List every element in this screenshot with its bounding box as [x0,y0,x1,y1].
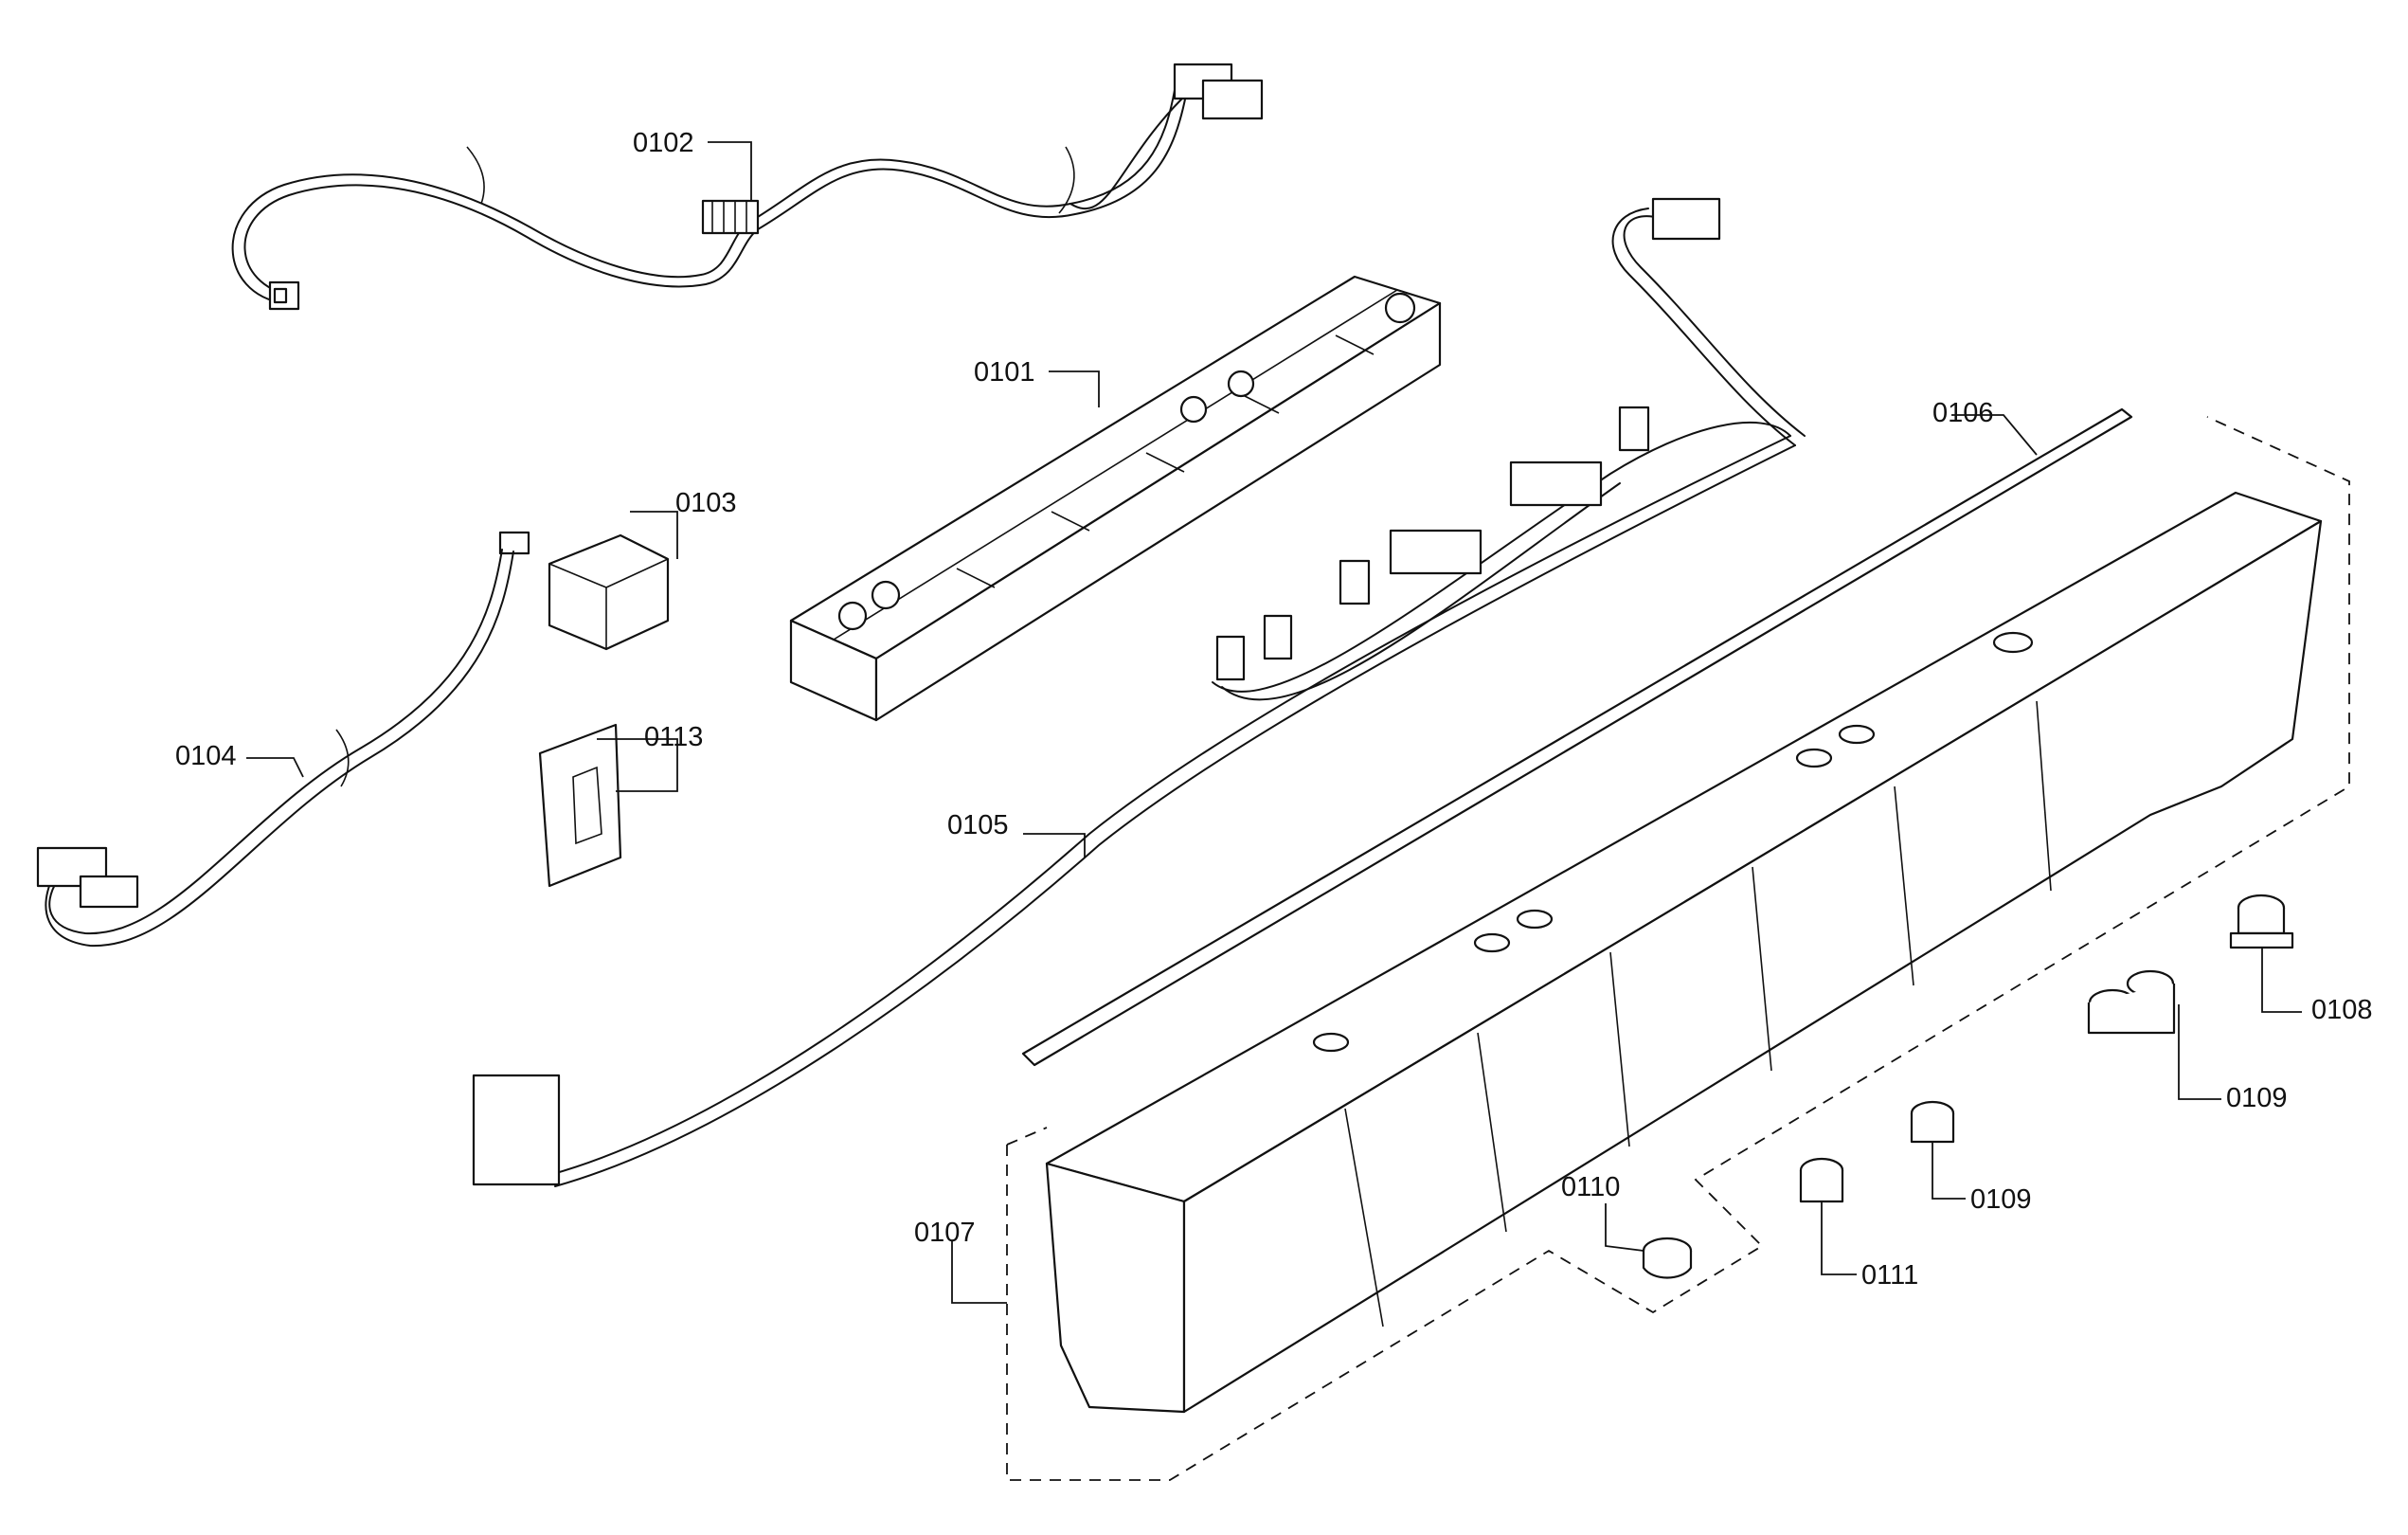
label-0111: 0111 [1861,1260,1918,1291]
label-0113: 0113 [644,722,703,752]
button-0111-icon [1799,1157,1844,1203]
label-0102: 0102 [633,128,694,158]
connector-center-icon [701,199,760,235]
cable-harness-0105 [472,197,1806,1187]
label-0109-upper: 0109 [2226,1083,2288,1113]
control-module-0101 [789,275,1442,722]
assembly-boundary [1006,416,2350,1481]
switch-0103 [498,531,670,651]
insulator-0113 [538,723,622,888]
label-0103: 0103 [675,488,737,518]
connector-left-icon [268,280,300,311]
label-0110: 0110 [1561,1172,1620,1202]
wiring-harness-0102 [231,63,1264,311]
label-0104: 0104 [175,741,237,771]
leader-lines [246,141,2302,1304]
control-panel-0107 [1045,491,2323,1414]
gasket-strip-0106 [1021,407,2133,1067]
label-0105: 0105 [947,810,1009,840]
button-0109a-icon [2087,969,2176,1035]
cable-0104 [36,549,514,948]
connector-right-icon [1173,63,1264,120]
assembly-boundary-upper [1006,1127,1048,1146]
label-0109-lower: 0109 [1970,1184,2032,1215]
button-hole-icon [1312,631,2034,1053]
button-0108-icon [2229,894,2294,949]
label-0101: 0101 [974,357,1035,388]
cap-0110-icon [1642,1237,1693,1279]
door-connector-icon [36,846,139,909]
label-0108: 0108 [2311,995,2373,1025]
button-0109b-icon [1910,1100,1955,1144]
label-0107: 0107 [914,1218,976,1248]
label-0106: 0106 [1932,398,1994,428]
cable-connector-icon [472,197,1721,1186]
knob-icon [837,292,1416,631]
